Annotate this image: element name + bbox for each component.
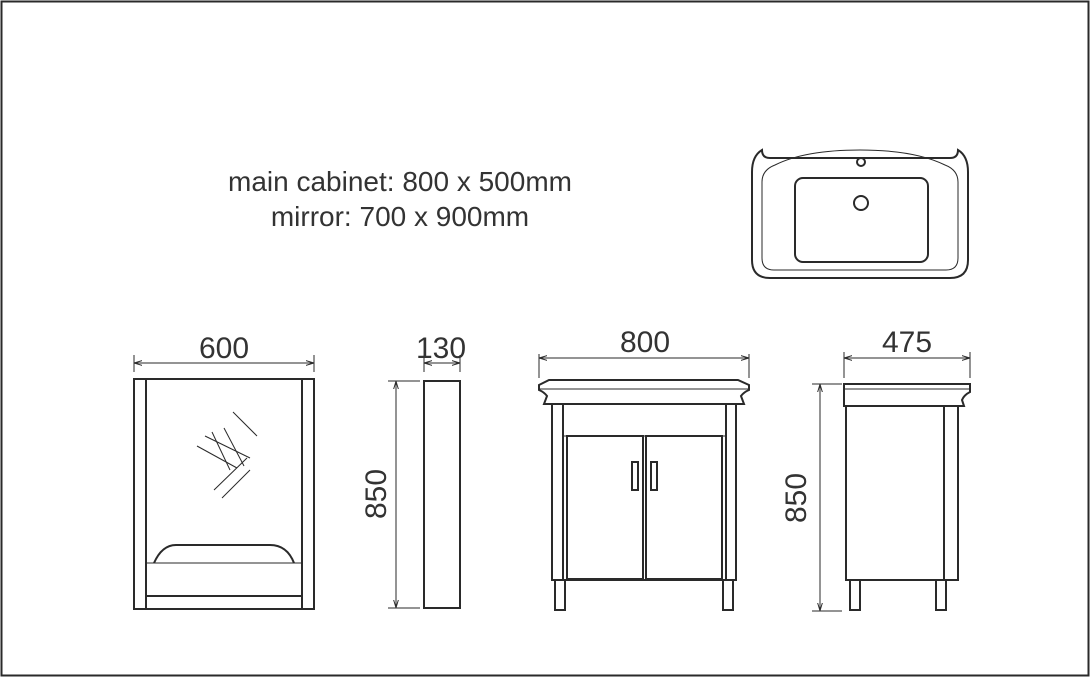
drain-hole: [853, 195, 869, 211]
mirror-front-view: 600: [133, 332, 315, 610]
left-door-handle: [631, 461, 639, 491]
cabinet-leg-left: [554, 579, 566, 611]
mirror-depth-label: 130: [416, 332, 466, 365]
mirror-width-label: 600: [199, 332, 249, 365]
basin-top-view: [751, 148, 969, 279]
main-cabinet-spec: main cabinet: 800 x 500mm: [228, 166, 572, 197]
side-leg-left: [849, 579, 861, 611]
cabinet-front-view: 800: [538, 326, 750, 611]
cabinet-left-door: [566, 435, 644, 580]
mirror-height-label: 850: [360, 469, 393, 519]
mirror-side-view: 130 850: [360, 332, 466, 609]
right-door-handle: [650, 461, 658, 491]
mirror-spec: mirror: 700 x 900mm: [271, 201, 529, 232]
mirror-decoration: [196, 411, 258, 499]
cabinet-leg-right: [722, 579, 734, 611]
cabinet-depth-label: 475: [882, 326, 932, 359]
cabinet-height-label: 850: [780, 473, 813, 523]
cabinet-right-door: [645, 435, 723, 580]
side-leg-right: [935, 579, 947, 611]
basin-bowl: [794, 177, 929, 263]
cabinet-side-view: 475 850: [780, 326, 971, 612]
cabinet-width-label: 800: [620, 326, 670, 359]
tap-hole: [856, 157, 866, 167]
